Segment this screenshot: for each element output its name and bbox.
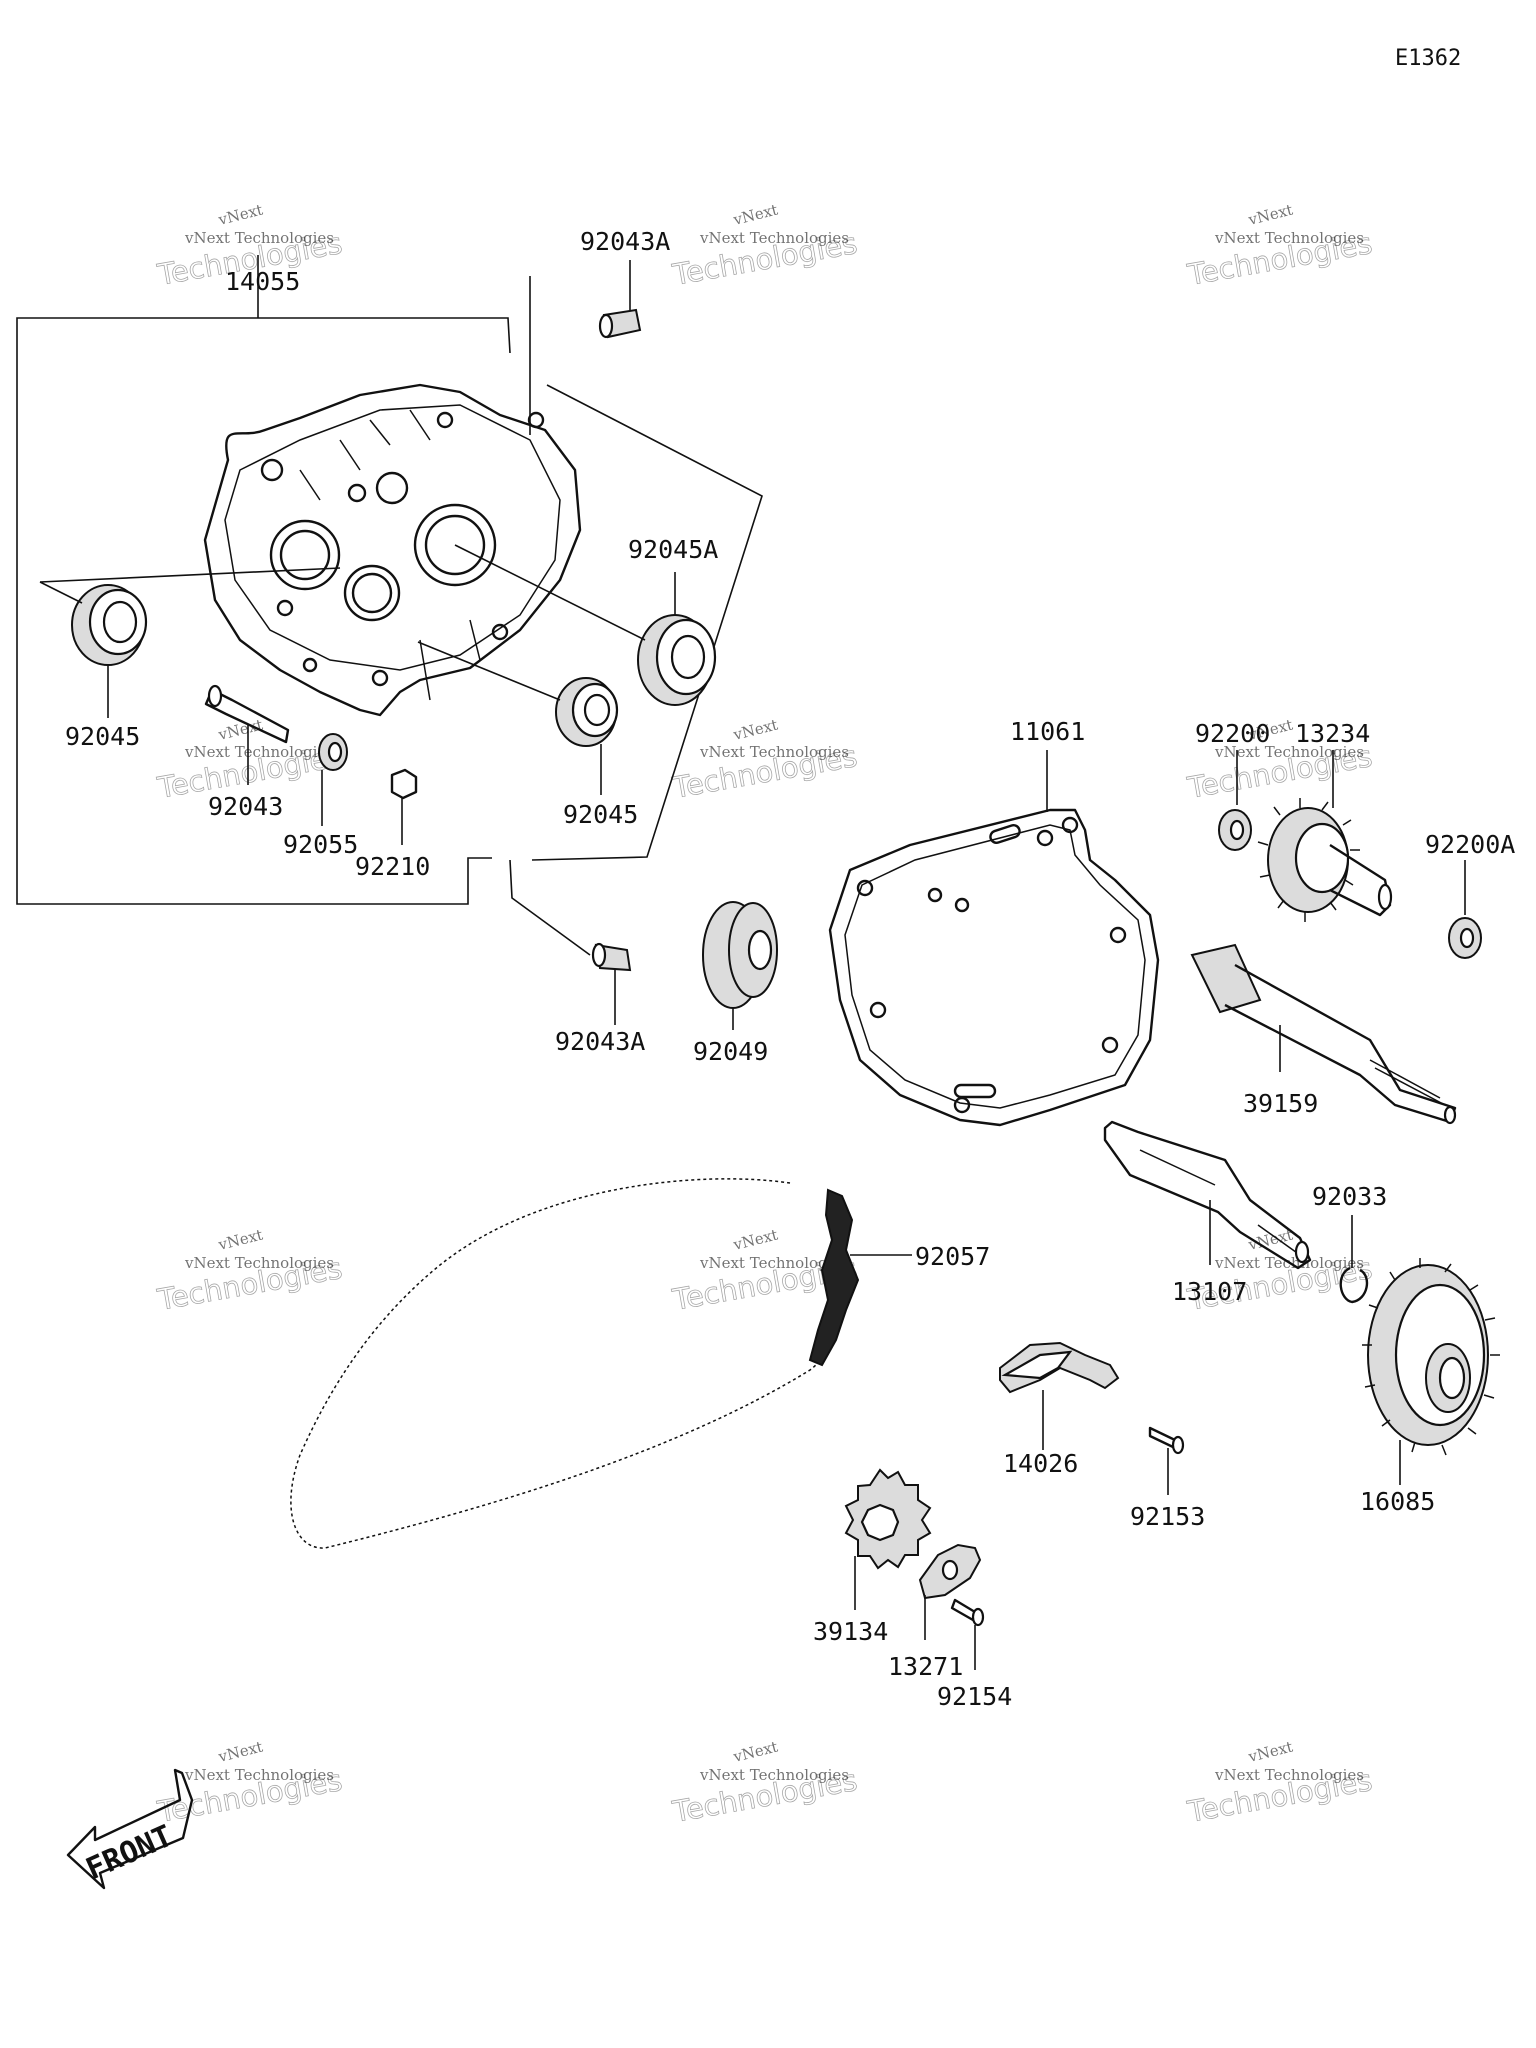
label-92043: 92043: [208, 792, 283, 821]
diagram-reference-code: E1362: [1395, 46, 1461, 71]
watermark-line1: vNext: [216, 1226, 265, 1255]
watermark-line1: vNext: [731, 201, 780, 230]
label-92043A-top: 92043A: [580, 227, 670, 256]
watermark-mid-center: vNext vNext Technologies Technologies: [669, 716, 860, 806]
watermark-line2: vNext Technologies: [184, 229, 334, 247]
label-92043A-bottom: 92043A: [555, 1027, 645, 1056]
watermark-bottom-right: vNext vNext Technologies Technologies: [1184, 1738, 1375, 1830]
label-13234: 13234: [1295, 719, 1370, 748]
watermark-line1: vNext: [1246, 1738, 1295, 1767]
watermark-top-center: vNext vNext Technologies Technologies: [669, 201, 860, 293]
oil-seal-92049: 92049: [693, 901, 778, 1066]
bolt-92043: 92043: [204, 684, 290, 821]
watermark-top-right: vNext vNext Technologies Technologies: [1184, 201, 1375, 293]
watermark-line2: vNext Technologies: [1214, 743, 1364, 761]
crankcase-cover-14055: [203, 383, 582, 717]
label-92153: 92153: [1130, 1502, 1205, 1531]
label-92057: 92057: [915, 1242, 990, 1271]
washer-92055: 92055: [283, 733, 358, 859]
watermark-line2: vNext Technologies: [699, 1254, 849, 1272]
label-14026: 14026: [1003, 1449, 1078, 1478]
label-92033: 92033: [1312, 1182, 1387, 1211]
label-92045-middle: 92045: [563, 800, 638, 829]
label-11061: 11061: [1010, 717, 1085, 746]
gear-13234: 13234: [1257, 719, 1393, 922]
watermark-bottom-left: vNext vNext Technologies Technologies: [154, 1738, 345, 1830]
washer-92200: 92200: [1195, 719, 1270, 851]
bolt-92154: 92154: [937, 1598, 1012, 1711]
watermark-line2: vNext Technologies: [699, 1766, 849, 1784]
watermark-line1: vNext: [1246, 201, 1295, 230]
plate-13271: 13271: [888, 1543, 982, 1681]
label-92049: 92049: [693, 1037, 768, 1066]
label-39134: 39134: [813, 1617, 888, 1646]
watermark-line1: vNext: [731, 1738, 780, 1767]
nut-92210: 92210: [355, 768, 430, 881]
chain-guide-14026: 14026: [999, 1341, 1120, 1478]
label-13271: 13271: [888, 1652, 963, 1681]
label-92200A: 92200A: [1425, 830, 1515, 859]
watermark-line2: vNext Technologies: [184, 1766, 334, 1784]
watermark-line2: vNext Technologies: [1214, 1766, 1364, 1784]
dowel-pin-92043A-top: 92043A 14055: [225, 227, 670, 339]
bearing-92045-middle: 92045: [417, 641, 638, 829]
watermark-line1: vNext: [216, 201, 265, 230]
label-92154: 92154: [937, 1682, 1012, 1711]
watermark-line1: vNext: [216, 1738, 265, 1767]
bearing-92045-left: 92045: [39, 567, 341, 751]
label-39159: 39159: [1243, 1089, 1318, 1118]
circlip-92033: 92033: [1312, 1182, 1387, 1304]
bolt-92153: 92153: [1130, 1426, 1205, 1531]
watermark-line1: vNext: [731, 1226, 780, 1255]
label-16085: 16085: [1360, 1487, 1435, 1516]
watermark-bottom-center: vNext vNext Technologies Technologies: [669, 1738, 860, 1830]
watermark-line2: vNext Technologies: [184, 743, 334, 761]
drive-chain-92057: 92057: [290, 1178, 990, 1549]
label-92210: 92210: [355, 852, 430, 881]
watermark-line1: vNext: [731, 716, 780, 745]
label-92200: 92200: [1195, 719, 1270, 748]
washer-92200A: 92200A: [1425, 830, 1515, 959]
watermark-low-left: vNext vNext Technologies Technologies: [154, 1226, 345, 1318]
watermark-line2: vNext Technologies: [699, 229, 849, 247]
shaft-13107: 13107: [1103, 1120, 1312, 1306]
watermark-line2: vNext Technologies: [1214, 229, 1364, 247]
front-direction-arrow: FRONT: [66, 1768, 194, 1890]
bearing-92045A: 92045A: [454, 535, 718, 706]
sprocket-39134: 39134: [813, 1468, 932, 1646]
watermark-line2: vNext Technologies: [699, 743, 849, 761]
label-92045-left: 92045: [65, 722, 140, 751]
shaft-39159: 39159: [1190, 943, 1457, 1125]
gear-16085: 16085: [1360, 1258, 1500, 1516]
label-92045A: 92045A: [628, 535, 718, 564]
label-92055: 92055: [283, 830, 358, 859]
label-14055: 14055: [225, 267, 300, 296]
dowel-pin-92043A-bottom: 92043A: [555, 942, 645, 1056]
watermark-line2: vNext Technologies: [184, 1254, 334, 1272]
label-13107: 13107: [1172, 1277, 1247, 1306]
gasket-11061: 11061: [828, 717, 1160, 1127]
